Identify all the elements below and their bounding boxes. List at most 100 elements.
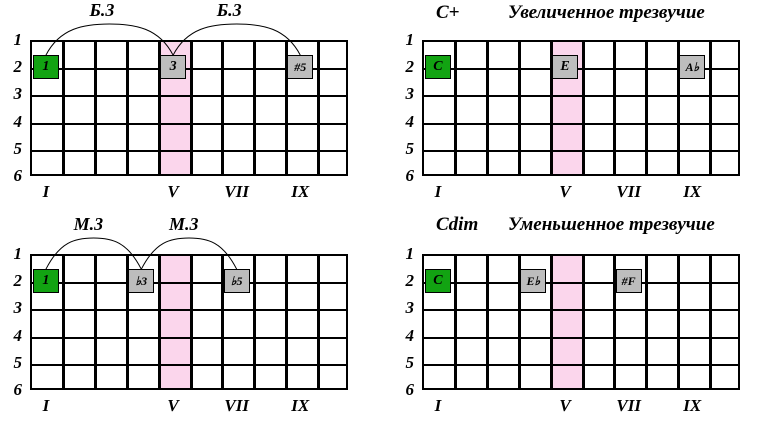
fret-line-9: [708, 256, 712, 388]
fret-line-5: [581, 42, 585, 174]
string-line-5: [32, 149, 346, 152]
highlight-fret-5: [551, 256, 583, 388]
string-line-3: [32, 309, 346, 312]
fret-line-4: [549, 256, 553, 388]
fret-numeral-I: I: [434, 396, 442, 415]
fret-line-3: [125, 256, 129, 388]
fret-numeral-VII: VII: [616, 396, 641, 415]
string-number-1: 1: [405, 244, 415, 263]
interval-label-1: Б.3: [216, 0, 242, 20]
string-line-5: [32, 363, 346, 366]
chord-symbol: Cdim: [436, 214, 479, 235]
fret-line-1: [454, 256, 458, 388]
fret-line-6: [221, 256, 225, 388]
interval-label-0: Б.3: [89, 0, 115, 20]
interval-label-1: М.3: [169, 214, 199, 234]
note-marker-tone-1: ♭3: [128, 269, 155, 294]
fret-numeral-I: I: [42, 182, 50, 201]
fret-line-8: [284, 256, 288, 388]
fret-line-4: [157, 42, 161, 174]
note-marker-tone-1: E♭: [520, 269, 547, 294]
note-marker-tone-2: #F: [615, 269, 642, 294]
string-number-5: 5: [13, 138, 23, 158]
note-marker-tone-2: A♭: [679, 55, 706, 80]
fret-line-9: [316, 256, 320, 388]
string-line-3: [32, 95, 346, 98]
interval-arc-1: [172, 23, 301, 56]
string-number-1: 1: [13, 244, 23, 263]
string-number-6: 6: [13, 380, 23, 399]
fret-line-4: [549, 42, 553, 174]
interval-arcs: [45, 23, 301, 56]
fret-line-1: [62, 256, 66, 388]
string-number-6: 6: [405, 166, 415, 185]
fret-line-8: [676, 42, 680, 174]
fret-numeral-IX: IX: [291, 182, 310, 201]
interval-arc-0: [45, 23, 174, 56]
string-number-3: 3: [405, 298, 415, 318]
fret-numeral-I: I: [434, 182, 442, 201]
string-line-4: [424, 122, 738, 125]
fret-numeral-VII: VII: [224, 396, 249, 415]
fret-numeral-IX: IX: [683, 182, 702, 201]
fret-numeral-VII: VII: [616, 182, 641, 201]
fret-line-7: [645, 42, 649, 174]
string-line-5: [424, 363, 738, 366]
string-number-5: 5: [405, 352, 415, 372]
string-line-3: [424, 309, 738, 312]
fret-line-1: [62, 42, 66, 174]
string-number-2: 2: [13, 271, 23, 291]
interval-arcs: [45, 237, 238, 270]
chord-symbol: C+: [436, 2, 460, 23]
string-line-4: [32, 122, 346, 125]
string-number-2: 2: [405, 271, 415, 291]
string-line-2: [424, 68, 738, 71]
note-marker-root-0: C: [424, 269, 451, 294]
string-line-4: [424, 336, 738, 339]
fretboard: [422, 40, 740, 176]
string-number-1: 1: [405, 30, 415, 49]
fret-line-3: [517, 256, 521, 388]
fret-numeral-V: V: [559, 182, 571, 201]
fret-line-5: [189, 42, 193, 174]
string-number-4: 4: [405, 111, 415, 131]
note-marker-tone-2: #5: [287, 55, 314, 80]
note-marker-root-0: C: [424, 55, 451, 80]
fret-line-8: [284, 42, 288, 174]
string-number-5: 5: [13, 352, 23, 372]
string-number-4: 4: [13, 111, 23, 131]
interval-label-0: М.3: [73, 214, 104, 234]
string-line-2: [32, 282, 346, 285]
fret-numeral-V: V: [167, 396, 179, 415]
note-marker-root-0: 1: [32, 269, 59, 294]
fret-numeral-VII: VII: [224, 182, 249, 201]
string-number-3: 3: [13, 84, 23, 104]
fret-line-2: [94, 256, 98, 388]
string-number-5: 5: [405, 138, 415, 158]
string-number-4: 4: [405, 325, 415, 345]
string-line-5: [424, 149, 738, 152]
note-marker-tone-1: E: [552, 55, 579, 80]
chord-name: Увеличенное трезвучие: [508, 2, 705, 23]
highlight-fret-5: [159, 256, 191, 388]
note-marker-root-0: 1: [32, 55, 59, 80]
string-number-2: 2: [405, 57, 415, 77]
fret-line-3: [517, 42, 521, 174]
note-marker-tone-1: 3: [160, 55, 187, 80]
fret-line-8: [676, 256, 680, 388]
string-number-6: 6: [13, 166, 23, 185]
fretboard: [422, 254, 740, 390]
string-number-1: 1: [13, 30, 23, 49]
interval-arc-0: [45, 237, 142, 270]
fret-line-7: [645, 256, 649, 388]
string-number-4: 4: [13, 325, 23, 345]
fret-line-9: [708, 42, 712, 174]
fret-line-6: [613, 42, 617, 174]
interval-arc-1: [140, 237, 238, 270]
fret-numeral-IX: IX: [291, 396, 310, 415]
fret-line-7: [253, 256, 257, 388]
